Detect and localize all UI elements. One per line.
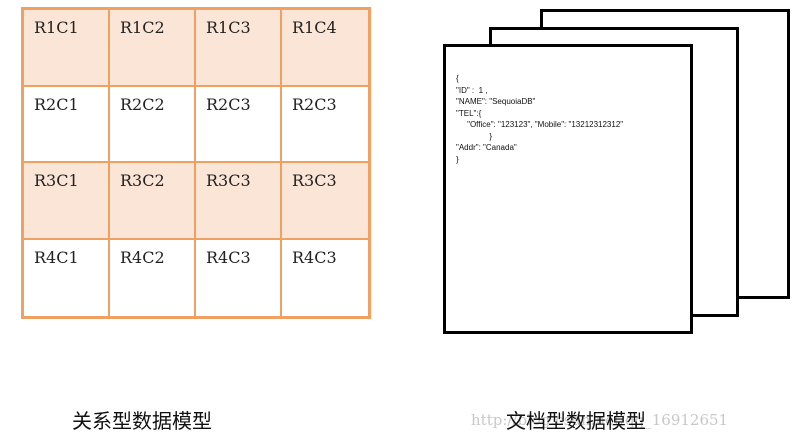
table-cell: R3C1: [24, 163, 110, 240]
relational-table: R1C1 R1C2 R1C3 R1C4 R2C1 R2C2 R2C3 R2C3 …: [21, 7, 371, 319]
json-line: "NAME": "SequoiaDB": [456, 97, 536, 106]
document-model-caption: 文档型数据模型: [506, 409, 646, 433]
watermark-url: http://blog.csdn.net/qq_16912651: [471, 411, 729, 429]
table-cell: R1C3: [196, 10, 282, 87]
table-cell: R2C1: [24, 86, 110, 163]
table-cell: R1C4: [282, 10, 368, 87]
json-line: {: [456, 74, 459, 83]
table-cell: R2C3: [196, 86, 282, 163]
document-page-front: { "ID" : 1 , "NAME": "SequoiaDB" "TEL":{…: [443, 44, 693, 334]
relational-model-caption: 关系型数据模型: [72, 409, 212, 433]
table-cell: R4C2: [110, 239, 196, 316]
json-line: "TEL":{: [456, 108, 482, 118]
json-line: "ID" : 1 ,: [456, 85, 488, 95]
table-cell: R3C3: [196, 163, 282, 240]
table-cell: R4C3: [282, 239, 368, 316]
table-cell: R3C3: [282, 163, 368, 240]
table-cell: R2C3: [282, 86, 368, 163]
json-line: }: [456, 131, 493, 141]
table-cell: R2C2: [110, 86, 196, 163]
json-line: "Office": "123123", "Mobile": "132123123…: [456, 120, 624, 129]
json-line: }: [456, 154, 459, 164]
table-cell: R4C3: [196, 239, 282, 316]
json-line: "Addr": "Canada": [456, 143, 517, 152]
table-cell: R3C2: [110, 163, 196, 240]
table-cell: R4C1: [24, 239, 110, 316]
table-cell: R1C2: [110, 10, 196, 87]
table-cell: R1C1: [24, 10, 110, 87]
